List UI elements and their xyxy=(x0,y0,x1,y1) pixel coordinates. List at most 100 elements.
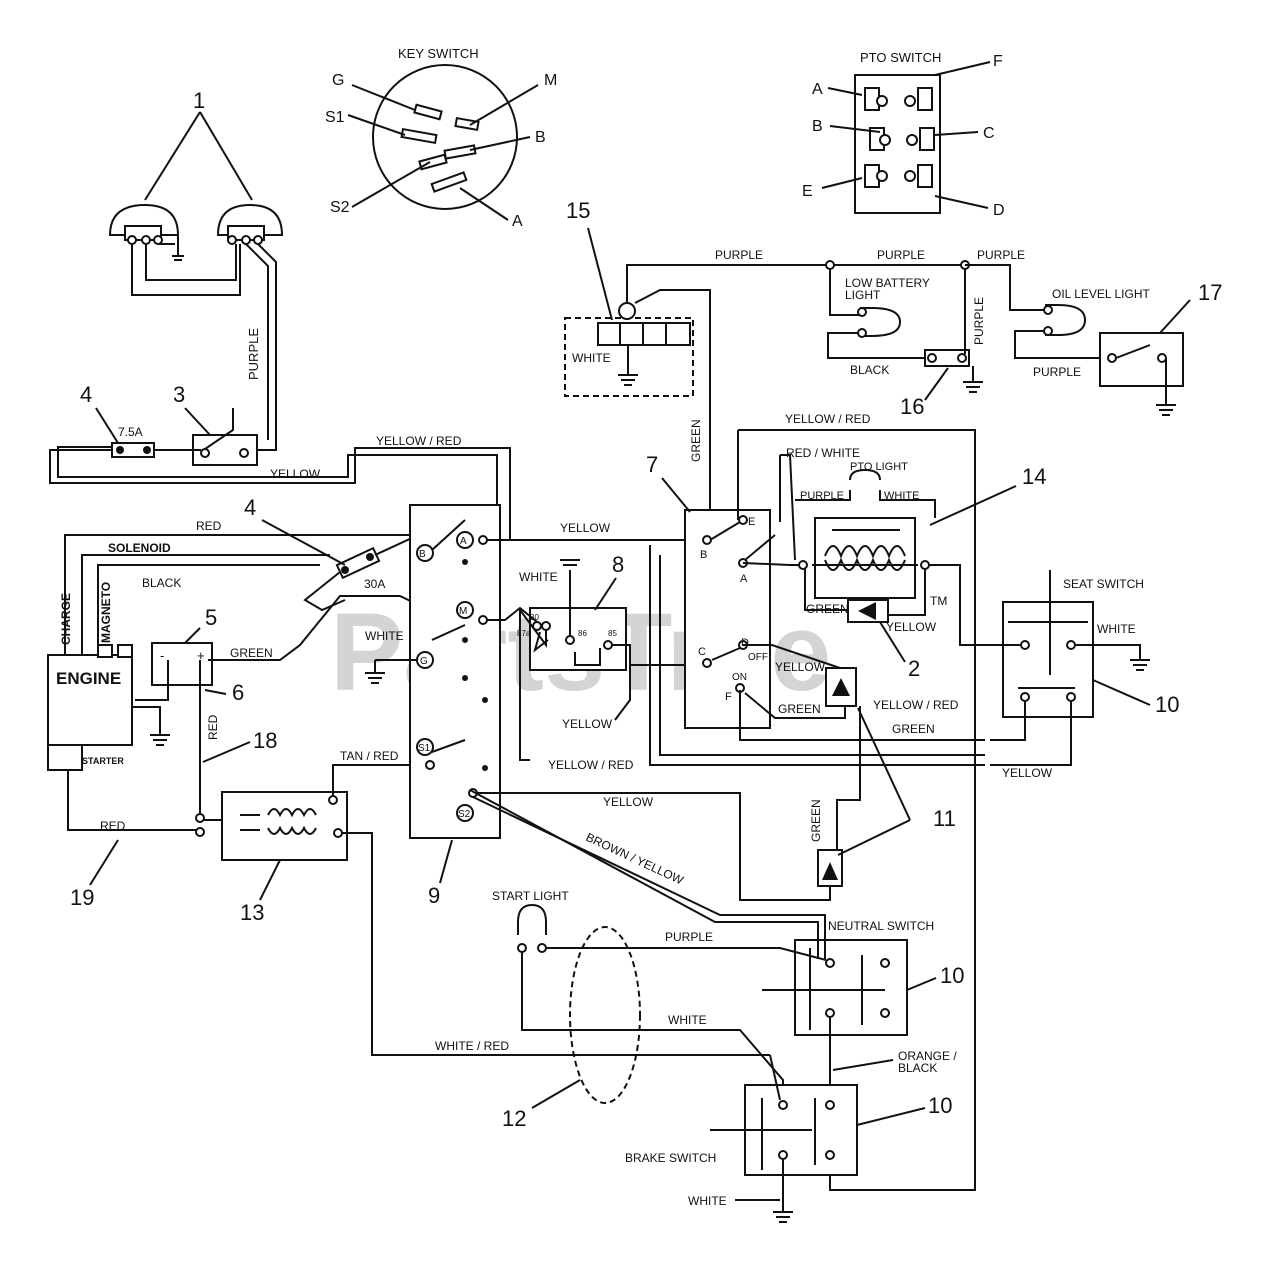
label-green-clutch: GREEN xyxy=(806,602,849,616)
label-charge: CHARGE xyxy=(59,593,73,645)
pto-module-a: A xyxy=(740,573,748,585)
pto-module xyxy=(649,509,985,766)
module-terminal-b: B xyxy=(419,549,426,560)
label-magneto: MAGNETO xyxy=(99,582,113,643)
label-green-diode11: GREEN xyxy=(809,799,823,842)
pto-module-f: F xyxy=(725,691,732,703)
label-purple-start: PURPLE xyxy=(665,930,713,944)
brake-switch-title: BRAKE SWITCH xyxy=(625,1151,716,1165)
light-switch-fuse xyxy=(49,408,511,540)
callout-10-seat: 10 xyxy=(1155,692,1179,717)
key-terminal-b: B xyxy=(535,129,546,146)
neutral-switch xyxy=(469,789,908,1100)
callout-3: 3 xyxy=(173,382,185,407)
low-battery-label-2: LIGHT xyxy=(845,288,881,302)
callout-2: 2 xyxy=(908,656,920,681)
callout-14: 14 xyxy=(1022,464,1046,489)
callout-10-brake: 10 xyxy=(928,1093,952,1118)
low-battery-label-1: LOW BATTERY xyxy=(845,276,930,290)
low-battery-light xyxy=(825,260,983,393)
pto-clutch-diode-symbol xyxy=(858,602,876,620)
callout-16: 16 xyxy=(900,394,924,419)
pto-module-on: ON xyxy=(732,672,747,683)
label-purple-oil: PURPLE xyxy=(1033,365,1081,379)
key-terminal-s2: S2 xyxy=(330,199,350,216)
callout-1: 1 xyxy=(193,88,205,113)
label-yellow-red-seat: YELLOW / RED xyxy=(873,698,959,712)
oil-level-light-title: OIL LEVEL LIGHT xyxy=(1052,287,1150,301)
pto-terminal-a: A xyxy=(812,81,823,98)
label-white-ground: WHITE xyxy=(365,629,404,643)
pto-clutch xyxy=(737,429,985,1191)
module-terminal-m: M xyxy=(459,606,467,617)
label-purple-top3: PURPLE xyxy=(977,248,1025,262)
relay-terminal-86: 86 xyxy=(578,629,587,638)
pto-module-b: B xyxy=(700,549,707,561)
fuse-30a-label: 30A xyxy=(364,577,385,591)
module-terminal-a: A xyxy=(460,536,467,547)
label-yellow-clutch: YELLOW xyxy=(886,620,937,634)
label-white-red: WHITE / RED xyxy=(435,1039,509,1053)
key-switch-title: KEY SWITCH xyxy=(398,46,479,61)
neutral-switch-title: NEUTRAL SWITCH xyxy=(828,919,934,933)
start-light-title: START LIGHT xyxy=(492,889,569,903)
relay-terminal-30: 30 xyxy=(530,613,539,622)
pto-terminal-b: B xyxy=(812,118,823,135)
brake-switch xyxy=(710,1054,858,1223)
key-terminal-m: M xyxy=(544,72,557,89)
pto-light-label: PTO LIGHT xyxy=(850,461,908,473)
pto-switch-title: PTO SWITCH xyxy=(860,50,941,65)
label-white-start: WHITE xyxy=(668,1013,707,1027)
pto-module-d: D xyxy=(741,637,749,649)
label-yellow-red-top: YELLOW / RED xyxy=(376,434,462,448)
pto-terminal-e: E xyxy=(802,183,813,200)
key-terminal-g: G xyxy=(332,72,344,89)
callout-4-mid: 4 xyxy=(244,495,256,520)
callout-19: 19 xyxy=(70,885,94,910)
label-white-brake: WHITE xyxy=(688,1194,727,1208)
callout-4-top: 4 xyxy=(80,382,92,407)
key-terminal-s1: S1 xyxy=(325,109,345,126)
callout-12: 12 xyxy=(502,1106,526,1131)
label-yellow-fuse: YELLOW xyxy=(270,467,321,481)
pto-module-off: OFF xyxy=(748,652,768,663)
watermark-tm: TM xyxy=(930,594,947,608)
label-red-bottom: RED xyxy=(100,819,126,833)
callout-5: 5 xyxy=(205,605,217,630)
label-white-seat: WHITE xyxy=(1097,622,1136,636)
pto-switch xyxy=(821,61,991,214)
callout-11: 11 xyxy=(933,806,956,831)
label-green-battery: GREEN xyxy=(230,646,273,660)
label-yellow-relay: YELLOW xyxy=(562,717,613,731)
label-red-vertical: RED xyxy=(206,714,220,740)
pto-terminal-c: C xyxy=(983,125,995,142)
fuse-7-5a: 7.5A xyxy=(118,425,143,439)
callout-6: 6 xyxy=(232,680,244,705)
label-purple-top2: PURPLE xyxy=(877,248,925,262)
engine-label: ENGINE xyxy=(56,669,121,688)
label-purple-pto-light: PURPLE xyxy=(800,490,844,502)
label-orange-black-1: ORANGE / xyxy=(898,1049,957,1063)
callout-13: 13 xyxy=(240,900,264,925)
label-solenoid: SOLENOID xyxy=(108,541,171,555)
starter-label: STARTER xyxy=(82,756,124,766)
label-white-relay: WHITE xyxy=(519,570,558,584)
label-green-pto: GREEN xyxy=(778,702,821,716)
label-white-diode: WHITE xyxy=(572,351,611,365)
callout-7: 7 xyxy=(646,452,658,477)
label-purple-headlight: PURPLE xyxy=(246,328,261,380)
callout-15: 15 xyxy=(566,198,590,223)
label-purple-top1: PURPLE xyxy=(715,248,763,262)
label-green-seat: GREEN xyxy=(892,722,935,736)
module-terminal-s2: S2 xyxy=(458,809,471,820)
relay-terminal-87a: 87a xyxy=(517,629,531,638)
pto-terminal-d: D xyxy=(993,202,1005,219)
label-yellow-pto: YELLOW xyxy=(775,660,826,674)
start-light xyxy=(517,903,827,1104)
pto-diode xyxy=(739,644,985,850)
label-black-battery-light: BLACK xyxy=(850,363,889,377)
relay xyxy=(487,559,705,761)
battery-pos: + xyxy=(197,648,205,663)
key-switch xyxy=(347,64,539,221)
